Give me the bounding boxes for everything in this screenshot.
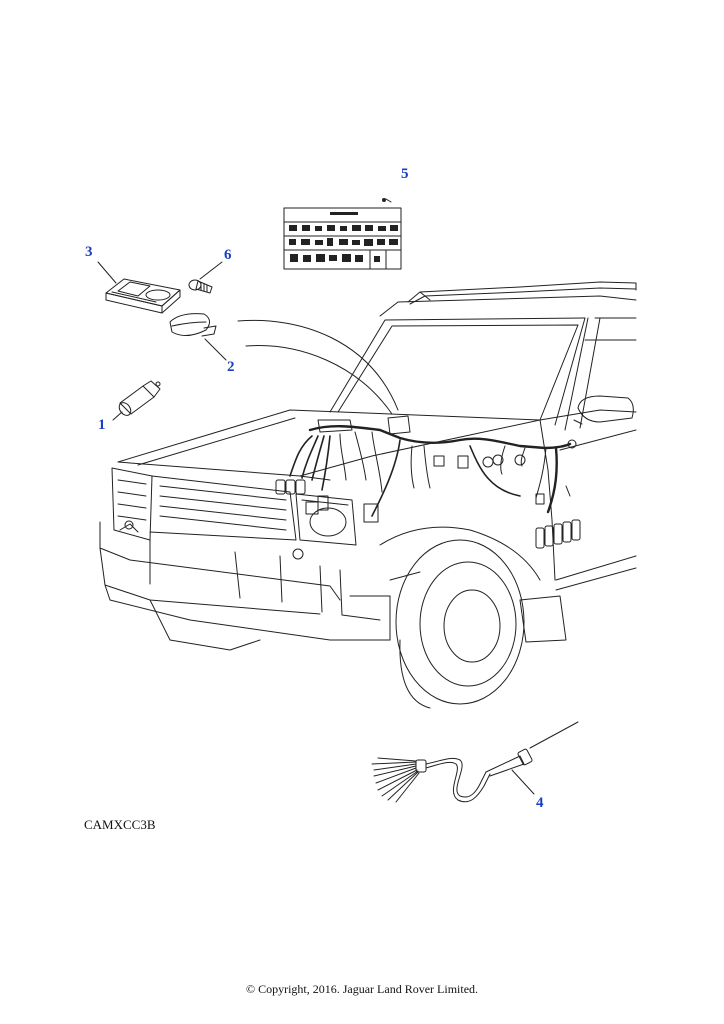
lamp-housing-part-3 bbox=[98, 262, 180, 313]
copyright-notice: © Copyright, 2016. Jaguar Land Rover Lim… bbox=[245, 982, 479, 996]
callout-3: 3 bbox=[85, 244, 93, 260]
bulb-part-1 bbox=[113, 381, 160, 420]
callout-5: 5 bbox=[401, 166, 409, 182]
callout-6: 6 bbox=[224, 247, 232, 263]
vehicle-body bbox=[100, 282, 636, 708]
cable-part-4 bbox=[372, 722, 578, 802]
callout-4: 4 bbox=[536, 795, 544, 811]
figure-code: CAMXCC3B bbox=[84, 817, 156, 832]
screw-part-6 bbox=[189, 262, 222, 293]
callout-1: 1 bbox=[98, 417, 106, 433]
lamp-lens-part-2 bbox=[170, 314, 226, 360]
leader-line bbox=[238, 320, 398, 410]
label-card-part-5 bbox=[284, 199, 401, 270]
wiring-harness bbox=[276, 416, 580, 548]
callout-2: 2 bbox=[227, 359, 235, 375]
leader-line bbox=[246, 346, 392, 414]
